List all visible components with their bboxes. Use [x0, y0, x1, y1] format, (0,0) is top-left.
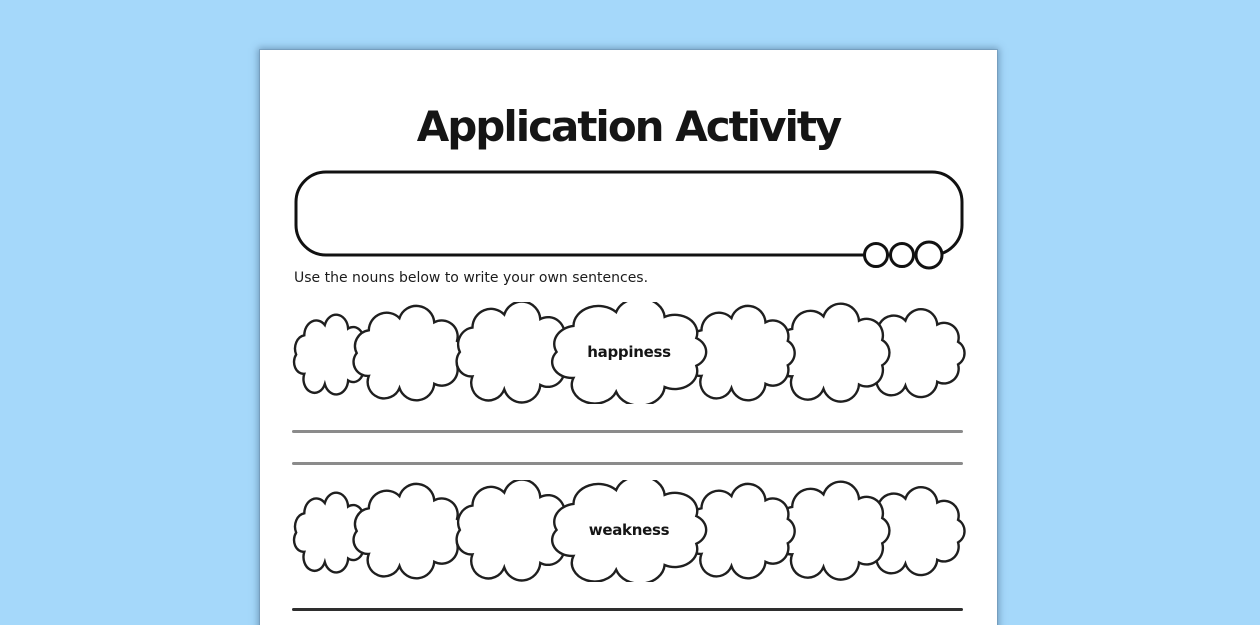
thought-bubble-tail-circle [889, 242, 915, 268]
noun-cloud-row-happiness: happiness [293, 302, 966, 404]
page-title: Application Activity [416, 102, 843, 151]
cloud-shape [455, 302, 573, 404]
thought-bubble-tail-circle [914, 240, 944, 270]
worksheet-page: Application Activity Use the nouns below… [260, 50, 997, 630]
thought-bubble [294, 170, 964, 257]
noun-label: happiness [587, 343, 671, 361]
writing-line [292, 430, 963, 433]
noun-label: weakness [589, 521, 670, 539]
thought-bubble-tail-circle [863, 242, 889, 268]
writing-line [292, 462, 963, 465]
image-bottom-edge [0, 625, 1260, 630]
cloud-shape [352, 482, 466, 580]
instruction-text: Use the nouns below to write your own se… [294, 270, 649, 286]
writing-line [292, 608, 963, 611]
thought-bubble-answer-box [294, 170, 964, 270]
noun-cloud-row-weakness: weakness [293, 480, 966, 582]
cloud-shape [455, 480, 573, 582]
cloud-shape [352, 304, 466, 402]
